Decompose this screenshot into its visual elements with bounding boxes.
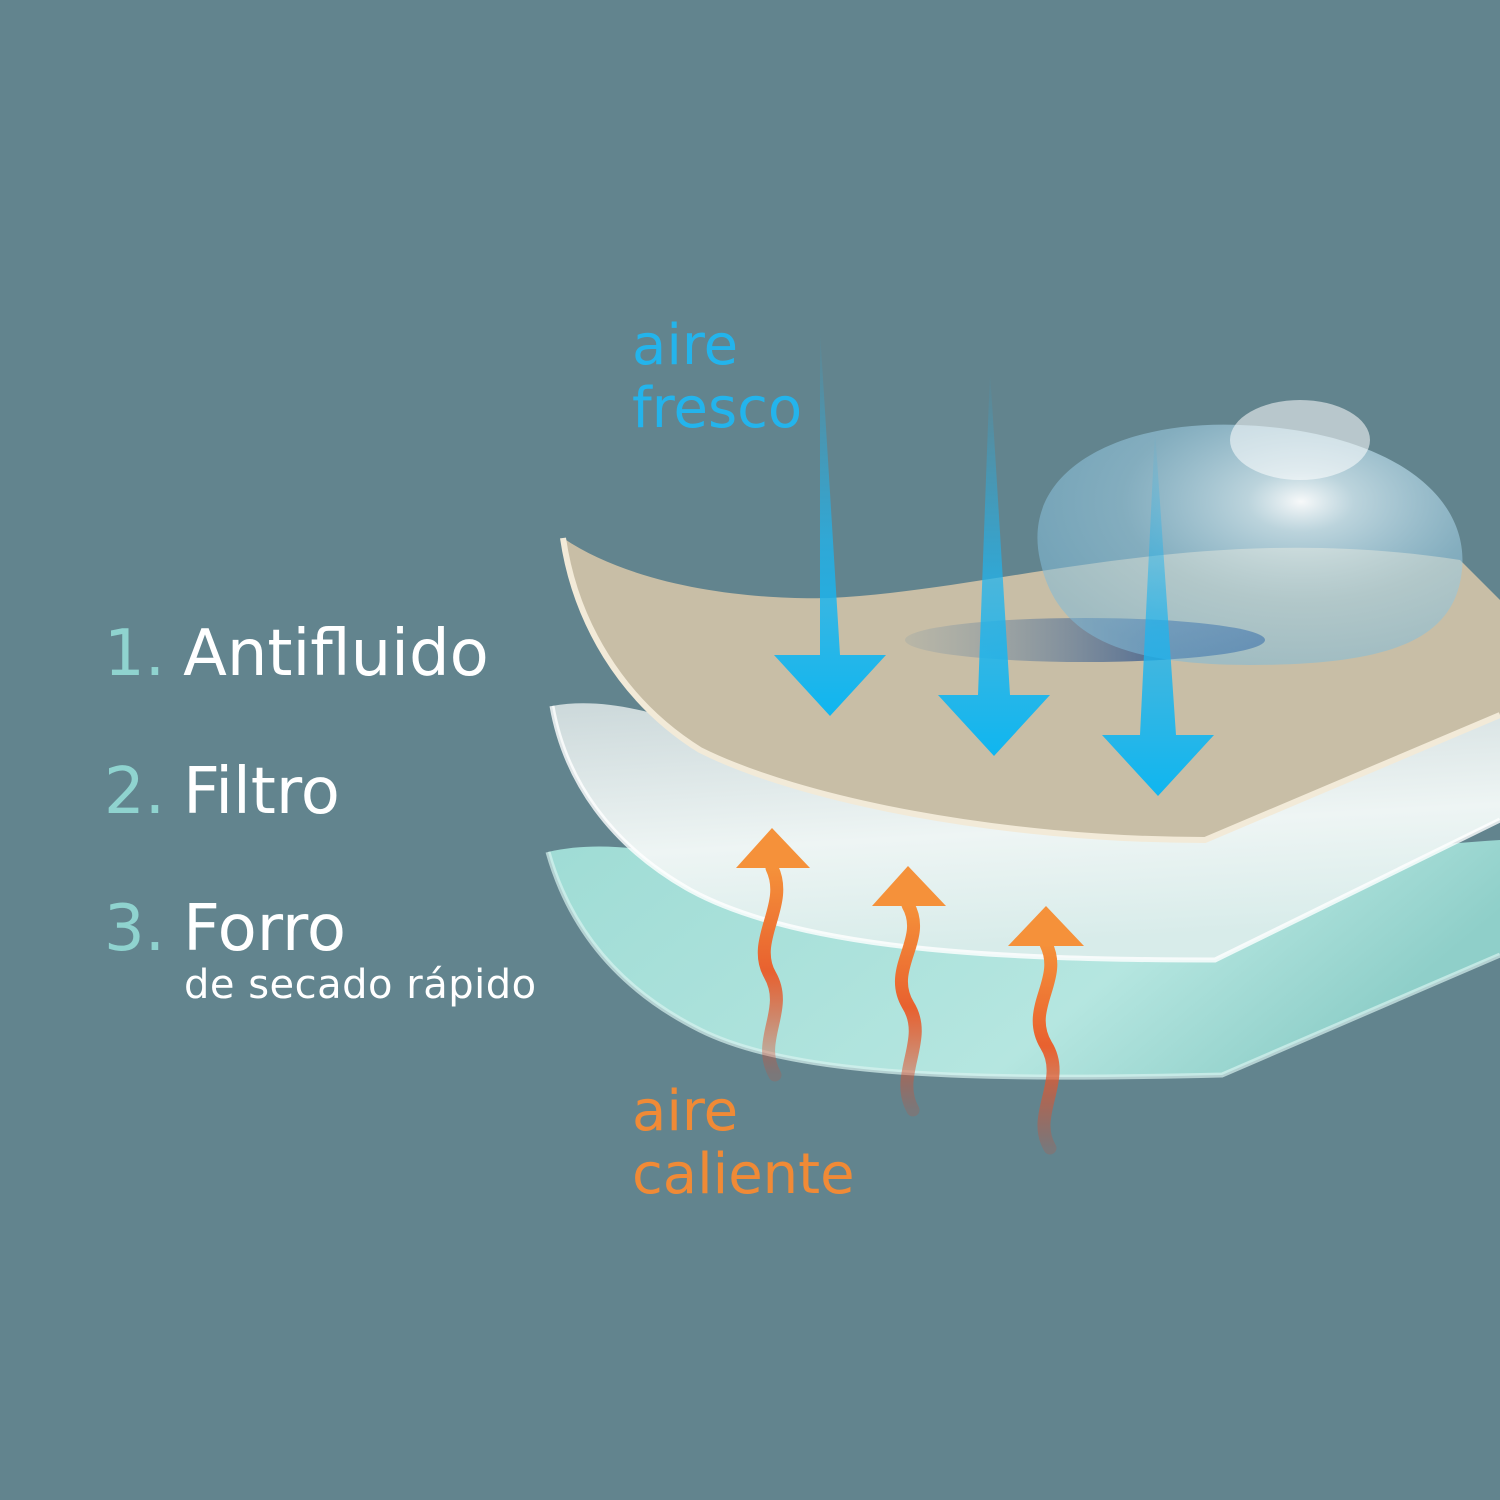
legend-number: 1. [104,617,166,691]
hot-air-arrows [736,828,1084,1155]
wavy-arrow-up-icon [736,828,810,1082]
hot-air-line2: caliente [632,1142,855,1208]
cool-air-line1: aire [632,313,739,378]
legend-label: Antifluido [183,617,489,691]
cool-air-line2: fresco [632,376,803,442]
wavy-arrow-up-icon [872,866,946,1117]
water-droplet-icon [1037,400,1463,665]
arrow-down-icon [938,370,1050,756]
cool-air-arrows [774,330,1214,796]
legend-label: Forro [183,892,346,966]
hot-air-line1: aire [632,1079,739,1144]
arrow-down-icon [1102,430,1214,796]
legend-number: 3. [104,892,166,966]
legend-label: Filtro [183,755,340,829]
cool-air-label: aire fresco [632,314,802,441]
legend-item-antifluid: 1.Antifluido [104,622,489,686]
legend-item-lining: 3.Forro [104,897,346,961]
legend-number: 2. [104,755,166,829]
legend-item-filter: 2.Filtro [104,760,340,824]
wavy-arrow-up-icon [1008,906,1084,1155]
legend-sublabel: de secado rápido [184,962,537,1008]
arrow-down-icon [774,330,886,716]
hot-air-label: aire caliente [632,1080,855,1207]
